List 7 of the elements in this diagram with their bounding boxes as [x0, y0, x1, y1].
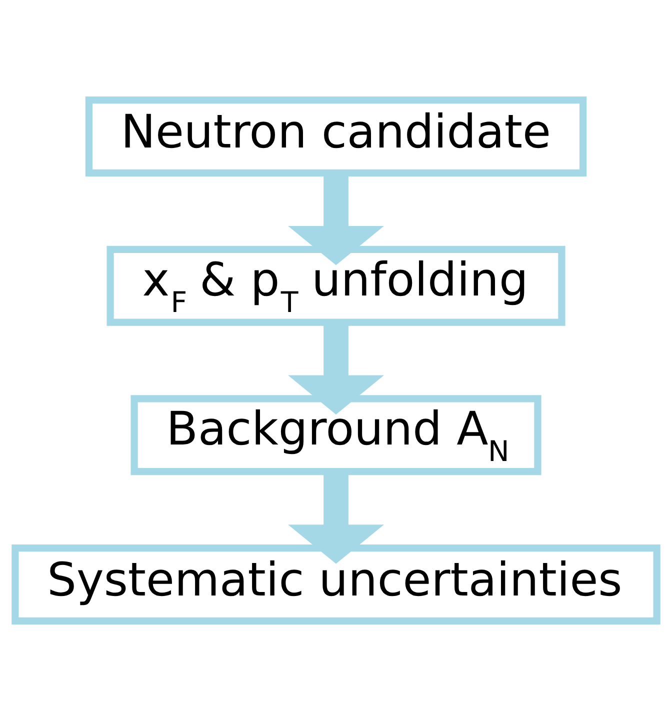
node-box: Systematic uncertainties [12, 544, 660, 624]
node-box: x$_{F}$ & p$_{T}$ unfolding [106, 246, 566, 326]
arrow [288, 174, 384, 266]
arrow [288, 472, 384, 564]
node-box: Background A$_{N}$ [130, 395, 542, 476]
node-box: Neutron candidate [85, 96, 587, 177]
arrow [288, 322, 384, 414]
